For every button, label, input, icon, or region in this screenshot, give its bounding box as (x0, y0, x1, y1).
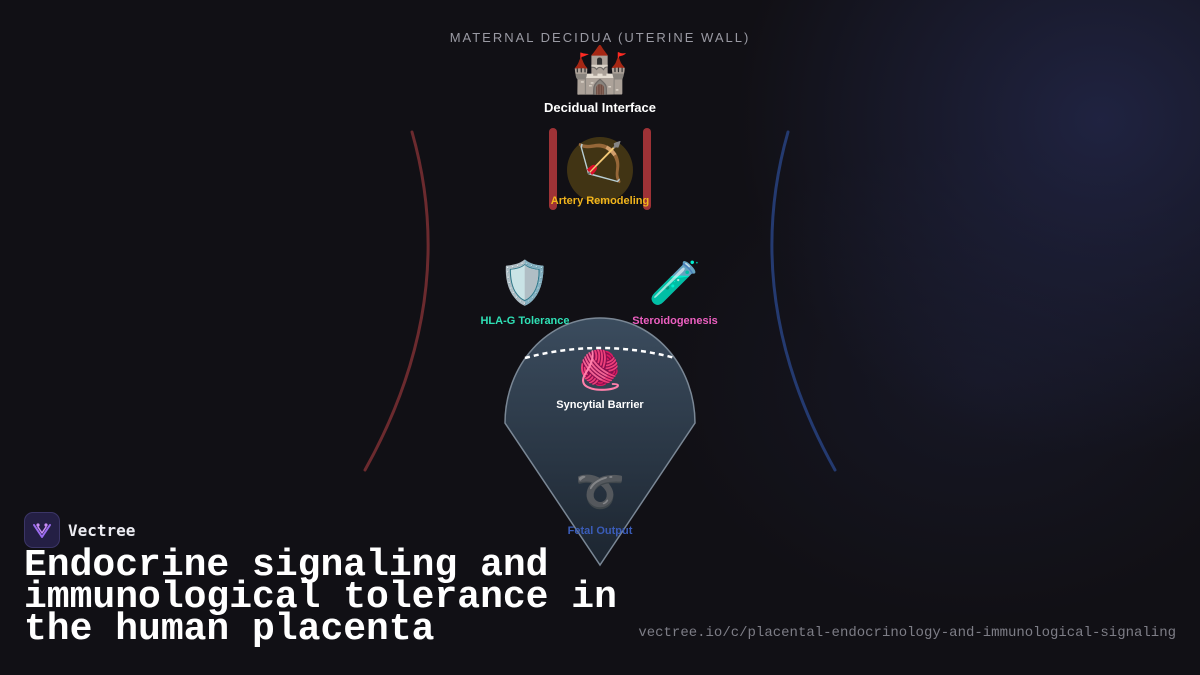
hla-g-tolerance-node: 🛡️ HLA-G Tolerance (460, 259, 590, 328)
artery-remodeling-node: 🏹 Artery Remodeling (530, 144, 670, 207)
page-title: Endocrine signaling and immunological to… (24, 544, 617, 651)
brand: Vectree (24, 512, 135, 548)
fetal-output-label: Fetal Output (567, 525, 633, 537)
castle-icon: 🏰 (571, 43, 629, 95)
decidual-interface-node: 🏰 Decidual Interface (530, 46, 670, 115)
artery-wall-right (643, 128, 651, 210)
hla-g-tolerance-label: HLA-G Tolerance (480, 315, 570, 327)
shield-icon: 🛡️ (498, 259, 552, 306)
curly-loop-icon: ➰ (575, 470, 625, 514)
syncytial-barrier-label: Syncytial Barrier (556, 399, 644, 411)
yarn-ball-icon: 🧶 (576, 350, 624, 392)
bow-and-arrow-icon: 🏹 (576, 142, 624, 184)
artery-remodeling-label: Artery Remodeling (550, 195, 650, 207)
decidual-interface-label: Decidual Interface (544, 100, 656, 115)
source-url: vectree.io/c/placental-endocrinology-and… (638, 625, 1176, 641)
steroidogenesis-node: 🧪 Steroidogenesis (610, 259, 740, 328)
fetal-arc (770, 130, 837, 472)
artery-wall-left (549, 128, 557, 210)
syncytial-barrier-node: 🧶 Syncytial Barrier (530, 352, 670, 411)
artery-remodeling-halo (567, 137, 633, 203)
diagram-top-label: MATERNAL DECIDUA (UTERINE WALL) (449, 30, 751, 45)
brand-name: Vectree (68, 520, 136, 540)
syncytial-boundary (524, 346, 676, 360)
maternal-arc (363, 130, 430, 472)
fetal-output-node: ➰ Fetal Output (540, 472, 660, 537)
steroidogenesis-label: Steroidogenesis (632, 315, 718, 327)
vectree-logo-icon (24, 512, 60, 548)
test-tube-icon: 🧪 (648, 259, 702, 306)
placenta-shape (504, 317, 696, 567)
